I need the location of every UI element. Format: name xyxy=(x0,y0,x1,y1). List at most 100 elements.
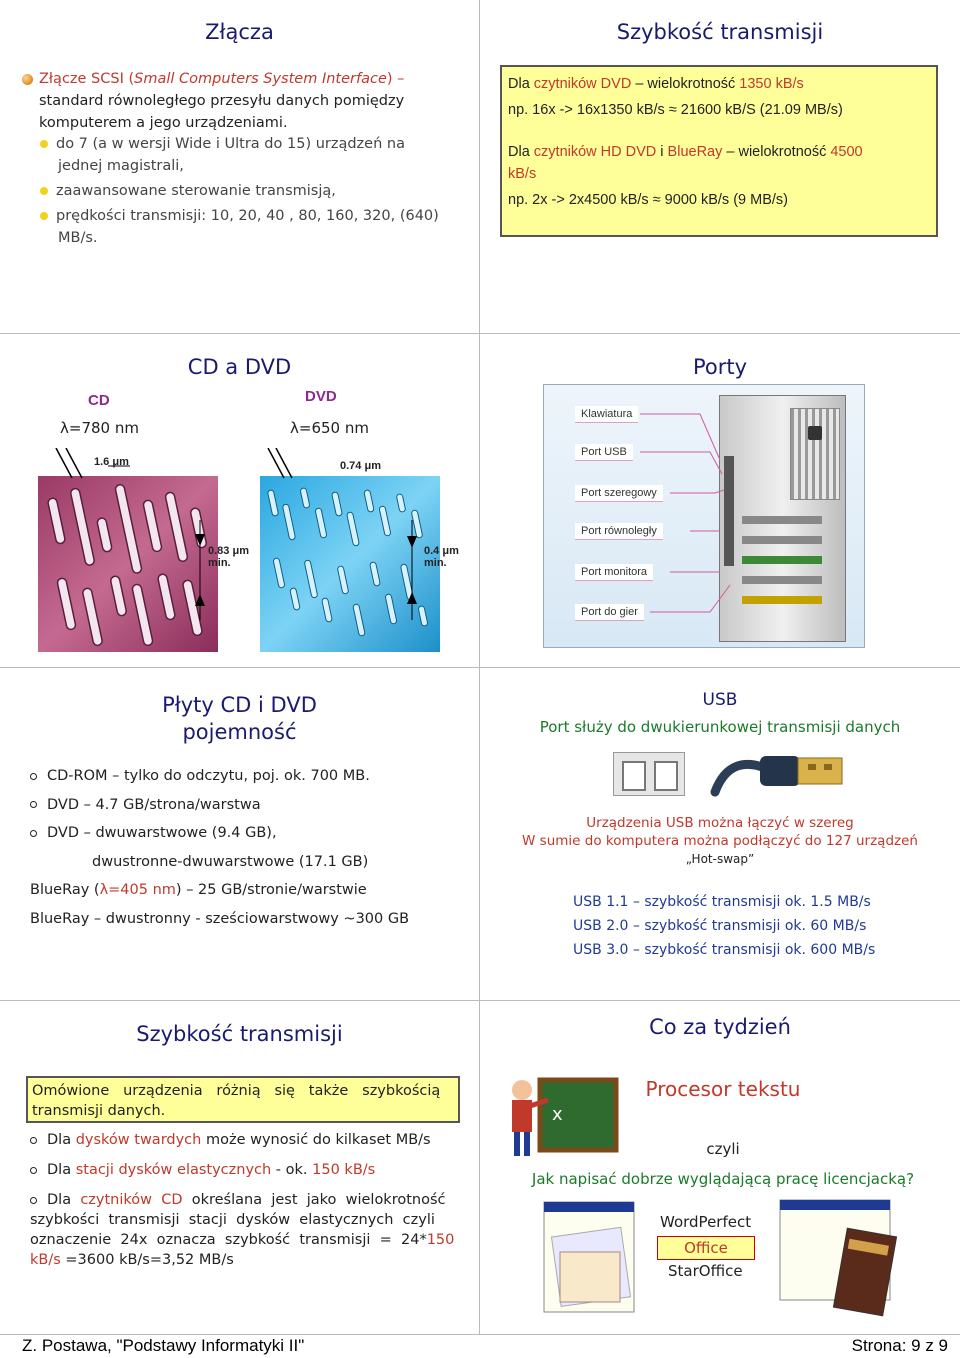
slot xyxy=(742,556,822,564)
teacher-clipart: x xyxy=(512,1077,619,1156)
list-item: BlueRay (λ=405 nm) – 25 GB/stronie/warst… xyxy=(30,882,367,898)
list-item-cont: kB/s =3600 kB/s=3,52 MB/s xyxy=(30,1252,234,1268)
slot xyxy=(742,576,822,584)
highlight-box: Dla czytników DVD – wielokrotność 1350 k… xyxy=(500,65,938,237)
list-item: Dla czytników CD określana jest jako wie… xyxy=(30,1190,460,1210)
list-item-cont: oznaczenie 24x oznacza szybkość transmis… xyxy=(30,1232,455,1248)
slide-title: USB xyxy=(702,690,738,710)
cd-track-arrow xyxy=(195,520,205,620)
usb-versions: USB 1.1 – szybkość transmisji ok. 1.5 MB… xyxy=(573,890,875,962)
slot xyxy=(742,536,822,544)
usb-info-line: W sumie do komputera można podłączyć do … xyxy=(522,833,918,849)
slide-title: Złącza xyxy=(205,20,274,44)
bullet-icon xyxy=(22,73,33,85)
capacity-list: CD-ROM – tylko do odczytu, poj. ok. 700 … xyxy=(30,762,470,933)
port-connector-lines xyxy=(640,413,731,613)
dvd-example: np. 16x -> 16x1350 kB/s ≈ 21600 kB/S (21… xyxy=(508,102,843,118)
list-item: Dla dysków twardych może wynosić do kilk… xyxy=(30,1130,460,1150)
slide-title: CD a DVD xyxy=(187,355,292,379)
software-screenshots-left xyxy=(543,1201,635,1313)
cd-pit-width: 1.6 μm xyxy=(94,456,129,468)
list-item: zaawansowane sterowanie transmisją, xyxy=(40,180,470,202)
list-item-cont: szybkości transmisji stacji dysków elast… xyxy=(30,1212,435,1228)
title-line2: pojemność xyxy=(182,720,297,744)
title-line1: Płyty CD i DVD xyxy=(162,693,317,717)
list-item-text: zaawansowane sterowanie transmisją, xyxy=(56,183,336,199)
port-label-serial: Port szeregowy xyxy=(575,485,663,502)
hddvd-unit: kB/s xyxy=(508,166,537,182)
list-item-text: jednej magistrali, xyxy=(58,158,184,174)
slot xyxy=(742,596,822,604)
port-label-usb: Port USB xyxy=(575,444,633,461)
list-item: do 7 (a w wersji Wide i Ultra do 15) urz… xyxy=(40,133,470,155)
usb-port-image xyxy=(613,752,685,796)
box-line: transmisji danych. xyxy=(32,1103,166,1119)
list-item-text: MB/s. xyxy=(58,230,98,246)
power-socket-icon xyxy=(808,426,822,440)
intro-line3: komputerem a jego urządzeniami. xyxy=(39,115,288,131)
bullet-icon xyxy=(40,140,48,148)
subtitle: Procesor tekstu xyxy=(645,1077,801,1101)
cd-label: CD xyxy=(88,392,110,409)
intro-line2: standard równoległego przesyłu danych po… xyxy=(39,93,405,109)
cd-wavelength: λ=780 nm xyxy=(60,419,139,437)
bullet-list: do 7 (a w wersji Wide i Ultra do 15) urz… xyxy=(40,133,470,249)
list-item: prędkości transmisji: 10, 20, 40 , 80, 1… xyxy=(40,205,470,227)
scsi-intro: Złącze SCSI (Small Computers System Inte… xyxy=(22,68,462,134)
slide-title: Szybkość transmisji xyxy=(136,1022,343,1046)
usb-version-line: USB 1.1 – szybkość transmisji ok. 1.5 MB… xyxy=(573,894,871,910)
dvd-track-arrow xyxy=(407,520,417,620)
port-label-keyboard: Klawiatura xyxy=(575,406,639,423)
row-divider-1 xyxy=(0,333,960,334)
slide-title: Płyty CD i DVD pojemność xyxy=(0,692,479,746)
hddvd-example: np. 2x -> 2x4500 kB/s ≈ 9000 kB/s (9 MB/… xyxy=(508,192,788,208)
bullet-icon xyxy=(40,187,48,195)
port-label-game: Port do gier xyxy=(575,604,644,621)
speed-list: Dla dysków twardych może wynosić do kilk… xyxy=(30,1130,460,1270)
usb-info-line: Urządzenia USB można łączyć w szereg xyxy=(586,815,854,831)
row-divider-3 xyxy=(0,1000,960,1001)
usb-info: Urządzenia USB można łączyć w szereg W s… xyxy=(480,814,960,850)
computer-case xyxy=(719,395,846,642)
software-screenshots-right xyxy=(779,1199,898,1317)
slide-title: Co za tydzień xyxy=(649,1015,791,1039)
power-supply-vent xyxy=(790,408,840,500)
slide-title: Szybkość transmisji xyxy=(616,20,824,44)
slide-title: Porty xyxy=(692,355,748,379)
usb-subtitle: Port służy do dwukierunkowej transmisji … xyxy=(539,718,901,736)
usb-plug-image xyxy=(710,756,843,797)
port-label-monitor: Port monitora xyxy=(575,564,654,581)
dvd-pit-width: 0.74 μm xyxy=(340,460,381,472)
dvd-line: Dla czytników DVD – wielokrotność 1350 k… xyxy=(508,76,804,92)
row-divider-4 xyxy=(0,1334,960,1335)
list-item-text: prędkości transmisji: 10, 20, 40 , 80, 1… xyxy=(56,208,439,224)
svg-text:x: x xyxy=(552,1104,563,1125)
product-wordperfect: WordPerfect xyxy=(660,1213,752,1231)
dvd-label: DVD xyxy=(305,388,337,405)
usb-version-line: USB 2.0 – szybkość transmisji ok. 60 MB/… xyxy=(573,918,867,934)
intro-box: Omówione urządzenia różnią się także szy… xyxy=(26,1076,460,1123)
hotswap-label: „Hot-swap” xyxy=(685,852,755,866)
product-office: Office xyxy=(657,1236,755,1260)
box-line: Omówione urządzenia różnią się także szy… xyxy=(32,1083,441,1099)
io-panel xyxy=(724,456,734,566)
port-label-parallel: Port równoległy xyxy=(575,523,663,540)
intro-italic: Small Computers System Interface xyxy=(134,71,387,87)
question-text: Jak napisać dobrze wyglądającą pracę lic… xyxy=(531,1170,915,1188)
bullet-icon xyxy=(40,212,48,220)
list-item-text: do 7 (a w wersji Wide i Ultra do 15) urz… xyxy=(56,136,405,152)
list-item-cont: dwustronne-dwuwarstwowe (17.1 GB) xyxy=(92,853,369,870)
czyli-label: czyli xyxy=(706,1140,740,1158)
list-item: DVD – dwuwarstwowe (9.4 GB), xyxy=(30,819,470,848)
product-staroffice: StarOffice xyxy=(668,1262,743,1280)
list-item: CD-ROM – tylko do odczytu, poj. ok. 700 … xyxy=(30,762,470,791)
cd-pits-image xyxy=(38,448,218,652)
list-item: Dla stacji dysków elastycznych - ok. 150… xyxy=(30,1160,460,1180)
footer-page-number: Strona: 9 z 9 xyxy=(851,1336,948,1355)
dvd-pits-image xyxy=(260,448,440,652)
row-divider-2 xyxy=(0,667,960,668)
list-item: BlueRay – dwustronny - sześciowarstwowy … xyxy=(30,910,410,927)
footer-author: Z. Postawa, "Podstawy Informatyki II" xyxy=(22,1336,305,1355)
